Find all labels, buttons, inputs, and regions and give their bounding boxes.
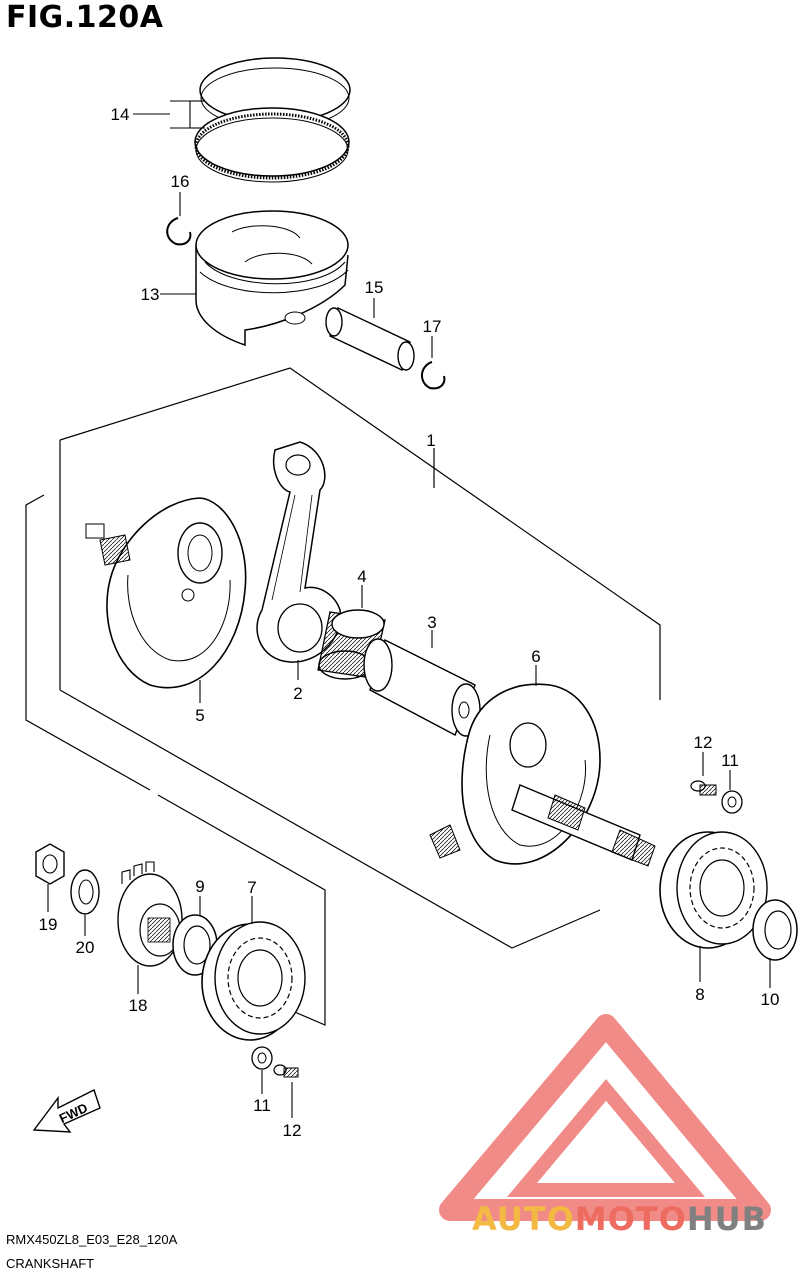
bolt-12-left	[273, 1064, 299, 1078]
callout-3: 3	[427, 613, 436, 632]
figure-title: FIG.120A	[6, 0, 164, 35]
callout-5: 5	[195, 706, 204, 725]
callout-18: 18	[129, 996, 148, 1015]
callout-11-left: 11	[253, 1096, 271, 1115]
needle-bearing	[317, 609, 386, 680]
callout-1: 1	[426, 431, 435, 450]
crank-half-left	[85, 497, 247, 689]
circlip-17	[421, 361, 446, 390]
watermark-text: AUTOMOTOHUB	[472, 1200, 767, 1238]
callout-2: 2	[293, 684, 302, 703]
assembly-outline	[59, 367, 661, 949]
callout-16: 16	[171, 172, 190, 191]
bolt-12-right	[690, 780, 717, 796]
callout-4: 4	[357, 567, 366, 586]
bearing-left	[201, 921, 306, 1041]
callout-20: 20	[76, 938, 95, 957]
watermark-logo	[439, 1014, 771, 1221]
piston-pin	[325, 307, 415, 371]
circlip-16	[166, 217, 192, 246]
crank-half-right	[429, 683, 656, 867]
oil-seal	[752, 899, 798, 961]
washer-11-right	[721, 790, 743, 814]
callout-12-right: 12	[694, 733, 713, 752]
callout-7: 7	[247, 878, 256, 897]
callout-9: 9	[195, 877, 204, 896]
callout-13: 13	[141, 285, 160, 304]
nut-19	[35, 843, 65, 885]
callout-15: 15	[365, 278, 384, 297]
callout-14: 14	[111, 105, 130, 124]
callout-12-left: 12	[283, 1121, 302, 1140]
timing-gear	[117, 861, 183, 967]
piston-rings	[194, 57, 351, 183]
crank-pin	[363, 638, 481, 737]
group-outline	[25, 494, 326, 1026]
fwd-label: FWD	[57, 1100, 90, 1126]
washer-20	[70, 869, 100, 915]
callout-8: 8	[695, 985, 704, 1004]
washer-11-left	[251, 1046, 273, 1070]
callout-6: 6	[531, 647, 540, 666]
bearing-right	[659, 831, 768, 949]
callout-10: 10	[761, 990, 780, 1009]
fwd-arrow-icon: FWD	[32, 1089, 101, 1133]
figure-code: RMX450ZL8_E03_E28_120A	[6, 1232, 178, 1247]
figure-caption: CRANKSHAFT	[6, 1256, 95, 1271]
callout-19: 19	[39, 915, 58, 934]
callout-11-right: 11	[721, 751, 739, 770]
callout-17: 17	[423, 317, 442, 336]
piston	[195, 210, 349, 347]
